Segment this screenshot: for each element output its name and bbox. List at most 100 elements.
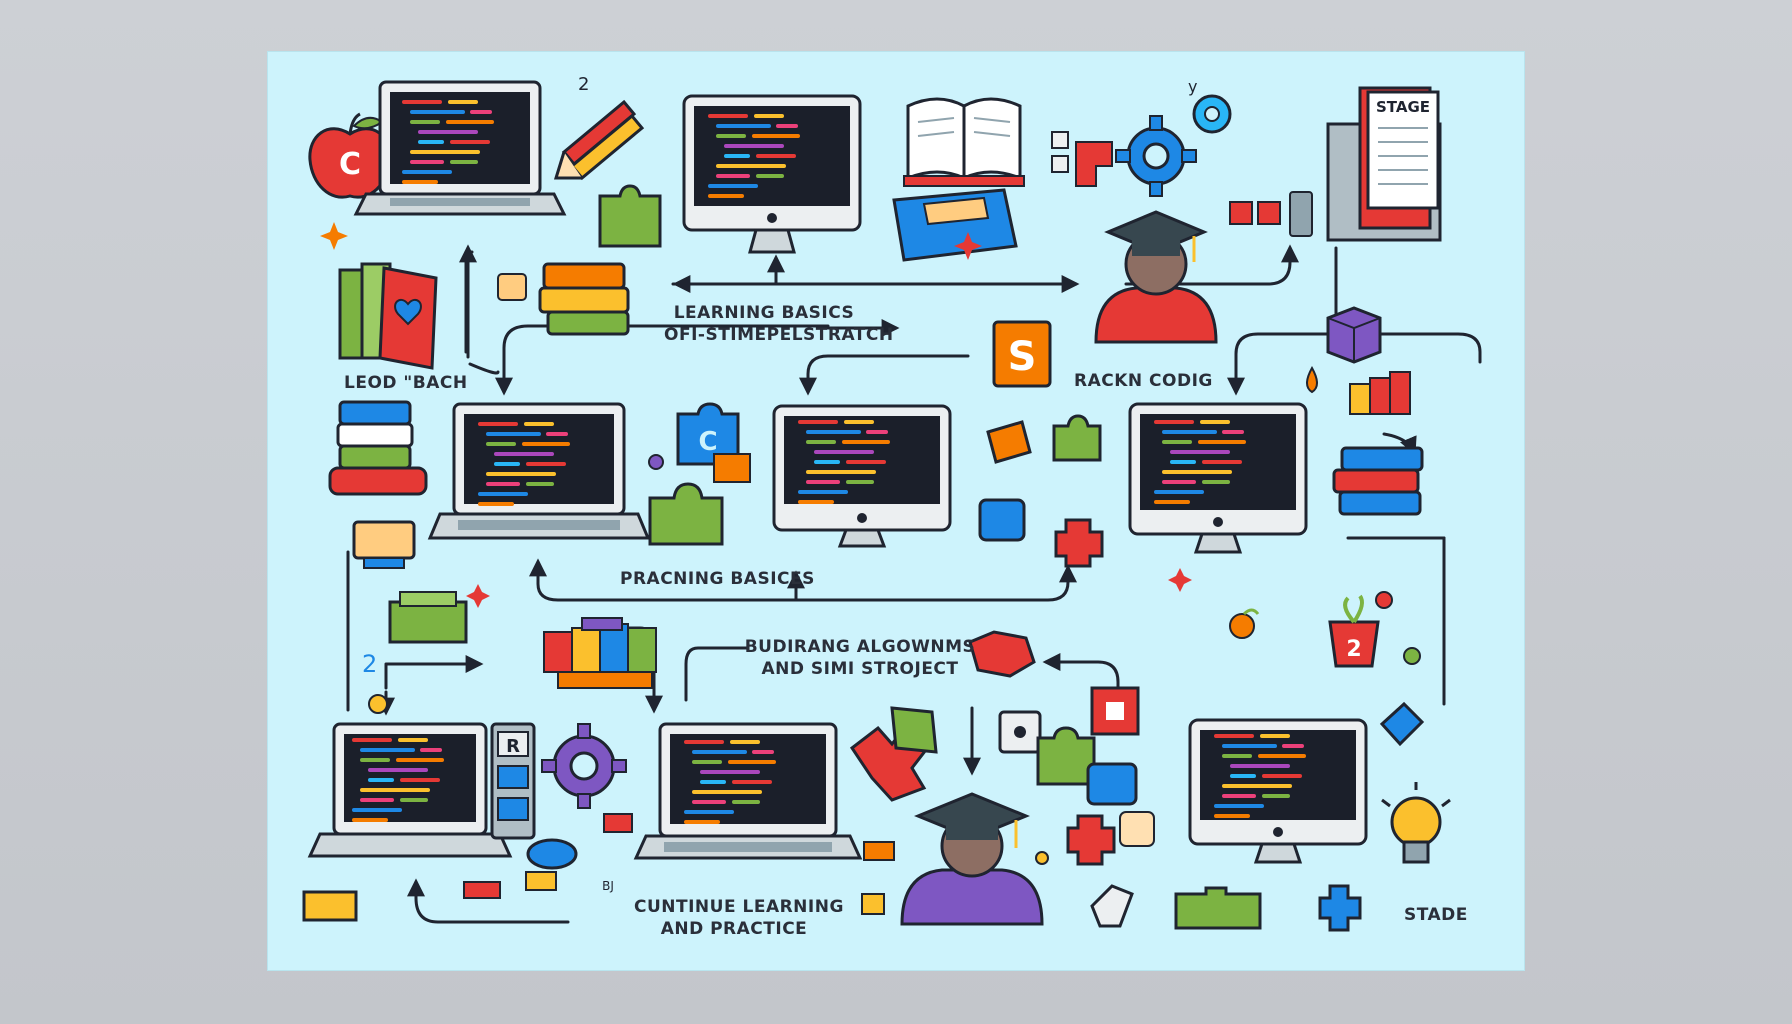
puzzle-piece-icon [1066, 814, 1116, 866]
puzzle-piece-icon [1318, 884, 1362, 932]
apple-letter: C [339, 147, 361, 182]
document-stack-icon: STAGE [1326, 86, 1442, 242]
arrow-building-left [684, 646, 750, 702]
dot-icon [368, 694, 388, 714]
laptop-icon [353, 80, 567, 216]
potted-plant-icon: 2 [1328, 594, 1380, 668]
arrow-cube-to-right [1042, 653, 1127, 712]
dot-icon [648, 454, 664, 470]
puzzle-piece-icon [497, 273, 527, 301]
arrow-docs-right [1334, 332, 1482, 364]
note-icon [861, 893, 885, 915]
building-line2: AND SIMI STROJECT [761, 659, 959, 679]
arrow-s-left [495, 324, 830, 396]
monitor-icon [1128, 402, 1308, 554]
puzzle-piece-icon [1090, 686, 1140, 736]
note-icon [463, 881, 501, 899]
laptop-icon [427, 402, 651, 540]
arrow-docs-down [1227, 246, 1338, 396]
monitor-icon [682, 94, 862, 254]
puzzle-piece-icon [1090, 884, 1134, 928]
monitor-icon [1188, 718, 1368, 864]
small-number-2: 2 [362, 650, 377, 678]
lock-icon [1229, 191, 1313, 237]
open-book-icon [903, 97, 1025, 187]
connector-arrows [346, 244, 1482, 924]
pracning-basics-label: PRACNING BASICES [620, 569, 815, 589]
puzzle-letter: C [698, 427, 717, 457]
arrow-laptop1-to-laptop2 [468, 362, 500, 375]
puzzle-piece-icon [598, 184, 662, 248]
puzzle-piece-icon [998, 710, 1042, 754]
puzzle-piece-icon [1051, 131, 1113, 187]
continue-learning-label: CUNTINUE LEARNING AND PRACTICE [634, 896, 844, 940]
puzzle-piece-icon [849, 706, 938, 802]
cube-icon [388, 591, 468, 644]
rackn-codig-label: RACKN CODIG [1074, 371, 1213, 391]
apple-icon [1229, 608, 1260, 639]
laptop-icon [307, 722, 513, 858]
arrow-s-to-monitor2 [799, 354, 970, 396]
note-icon [525, 871, 557, 891]
lightbulb-icon [1381, 782, 1451, 864]
s-block-icon: S [992, 320, 1052, 388]
book-stack-icon [1332, 446, 1424, 516]
gear-icon [541, 723, 627, 809]
puzzle-piece-icon [1036, 726, 1096, 786]
dot-icon [1035, 851, 1049, 865]
pot-number: 2 [1346, 637, 1361, 662]
note-icon [603, 813, 633, 833]
book-stack-icon [328, 400, 428, 496]
arrow-pracning-row [529, 558, 1077, 602]
pencil-icon [553, 99, 645, 181]
arrow-continue-left [407, 878, 570, 924]
continue-line2: AND PRACTICE [660, 919, 808, 939]
puzzle-piece-icon [1054, 518, 1104, 568]
s-block-letter: S [1008, 334, 1037, 380]
book-stack-icon [1349, 371, 1411, 415]
r-panel-letter: R [506, 736, 520, 757]
learning-basics-label: LEARNING BASICS OFI-STIMEPELSTRATCH [664, 302, 894, 346]
gear-icon [1192, 94, 1232, 134]
dot-icon [1375, 591, 1393, 609]
graduate-icon [900, 792, 1044, 926]
apple-icon: C [308, 112, 392, 199]
building-line1: BUDIRANG ALGOWNMS [744, 637, 976, 657]
gear-icon [1115, 115, 1197, 197]
puzzle-piece-icon [1174, 886, 1262, 930]
puzzle-piece-icon [986, 420, 1032, 464]
closed-book-icon [892, 188, 1018, 262]
laptop-icon [633, 722, 863, 860]
learning-basics-line2: OFI-STIMEPELSTRATCH [664, 325, 894, 345]
puzzle-piece-icon [978, 498, 1026, 542]
learning-basics-line1: LEARNING BASICS [673, 303, 855, 323]
mouse-tag: BJ [602, 879, 614, 893]
cube-icon [968, 630, 1036, 678]
graduate-icon [1094, 210, 1218, 344]
puzzle-piece-icon [1052, 414, 1102, 462]
cube-icon [1326, 306, 1382, 364]
dot-icon [1403, 647, 1421, 665]
cube-icon [352, 520, 416, 569]
learning-path-diagram: C 2 [302, 74, 1482, 932]
monitor-icon [772, 404, 952, 548]
small-letter-y: y [1188, 77, 1197, 96]
stage-top-label: STAGE [1376, 98, 1430, 116]
book-stack-icon [338, 262, 438, 370]
arrow-grad-to-docs [1124, 244, 1299, 286]
puzzle-piece-icon [1086, 762, 1138, 806]
puzzle-piece-icon [1119, 811, 1155, 847]
side-panel-icon: R [490, 722, 536, 840]
sparkle-icon [320, 222, 1192, 608]
continue-line1: CUNTINUE LEARNING [634, 897, 844, 917]
cube-icon [543, 617, 657, 689]
puzzle-piece-icon: C [676, 402, 751, 483]
small-number-2: 2 [578, 74, 589, 95]
puzzle-piece-icon [648, 482, 724, 546]
diagram-canvas: C 2 [268, 52, 1524, 970]
drop-icon [1306, 365, 1318, 394]
note-icon [863, 841, 895, 861]
book-stack-icon [538, 262, 630, 336]
cube-icon [302, 890, 358, 922]
